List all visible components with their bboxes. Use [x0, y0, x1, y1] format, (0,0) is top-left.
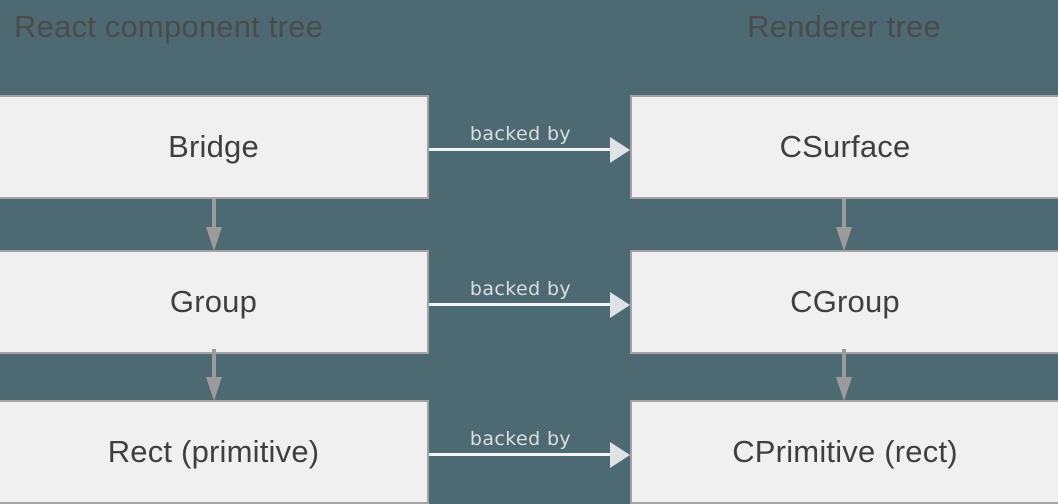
link-label-backed-by: backed by	[469, 428, 572, 450]
node-cgroup-label: CGroup	[790, 284, 900, 319]
arrow-head	[836, 377, 852, 401]
node-group-label: Group	[169, 284, 258, 319]
node-bridge: Bridge	[0, 95, 429, 199]
node-cprimitive-label: CPrimitive (rect)	[732, 434, 958, 469]
node-csurface-label: CSurface	[779, 129, 911, 164]
arrow-down-icon-cgroup-to-cprimitive	[834, 349, 854, 401]
arrow-right-icon	[610, 137, 630, 163]
left-column-title: React component tree	[14, 9, 324, 44]
arrow-head	[836, 227, 852, 251]
right-column-title: Renderer tree	[747, 9, 941, 44]
arrow-shaft	[842, 349, 846, 379]
arrow-shaft	[429, 453, 612, 456]
arrow-shaft	[842, 199, 846, 229]
arrow-right-icon	[610, 442, 630, 468]
arrow-right-icon	[610, 292, 630, 318]
node-rect: Rect (primitive)	[0, 400, 429, 504]
node-group: Group	[0, 250, 429, 354]
link-label-backed-by: backed by	[469, 123, 572, 145]
arrow-shaft	[212, 349, 216, 379]
node-rect-label: Rect (primitive)	[107, 434, 320, 469]
link-bridge-to-csurface: backed by	[429, 123, 630, 166]
arrow-down-icon-csurface-to-cgroup	[834, 199, 854, 251]
link-group-to-cgroup: backed by	[429, 278, 630, 321]
arrow-head	[206, 227, 222, 251]
arrow-shaft	[429, 303, 612, 306]
link-label-backed-by: backed by	[469, 278, 572, 300]
arrow-shaft	[429, 148, 612, 151]
link-rect-to-cprimitive: backed by	[429, 428, 630, 471]
node-bridge-label: Bridge	[168, 129, 259, 164]
arrow-shaft	[212, 199, 216, 229]
node-cprimitive: CPrimitive (rect)	[630, 400, 1058, 504]
node-csurface: CSurface	[630, 95, 1058, 199]
arrow-down-icon-group-to-rect	[204, 349, 224, 401]
arrow-head	[206, 377, 222, 401]
node-cgroup: CGroup	[630, 250, 1058, 354]
arrow-down-icon-bridge-to-group	[204, 199, 224, 251]
